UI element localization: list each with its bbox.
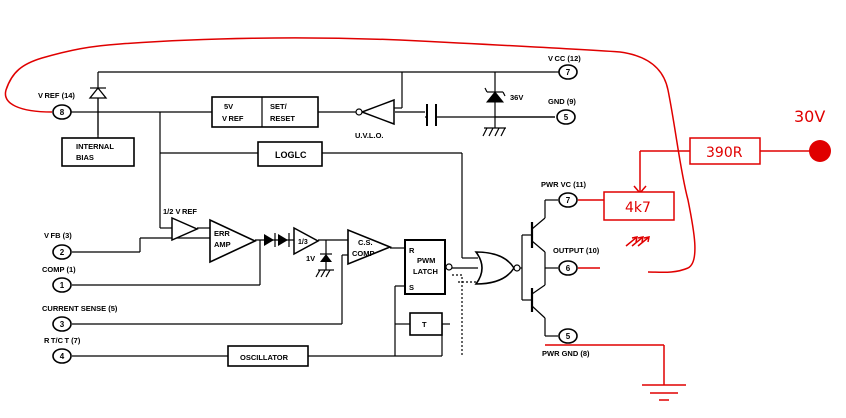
svg-text:CURRENT SENSE (5): CURRENT SENSE (5)	[42, 304, 118, 313]
svg-text:5: 5	[566, 332, 571, 341]
svg-text:OUTPUT (10): OUTPUT (10)	[553, 246, 600, 255]
svg-text:1/2 V REF: 1/2 V REF	[163, 207, 197, 216]
loglc-block: LOGLC	[257, 141, 323, 167]
capacitor-symbol	[425, 104, 438, 126]
svg-text:LOGLC: LOGLC	[275, 150, 307, 160]
pin-rtct: 4 R T/C T (7)	[44, 336, 81, 364]
svg-text:OSCILLATOR: OSCILLATOR	[240, 353, 289, 362]
pin-vref: 8 V REF (14)	[38, 91, 75, 120]
svg-text:COMP: COMP	[352, 249, 375, 258]
svg-text:1/3: 1/3	[298, 239, 308, 246]
svg-text:INTERNAL: INTERNAL	[76, 142, 114, 151]
svg-text:R T/C T (7): R T/C T (7)	[44, 336, 81, 345]
oscillator-block: OSCILLATOR	[227, 345, 309, 367]
svg-text:RESET: RESET	[270, 114, 295, 123]
red-feedback-loop	[4, 37, 696, 274]
svg-text:5: 5	[564, 113, 569, 122]
pin-output: 6 OUTPUT (10)	[553, 246, 600, 276]
svg-text:V REF: V REF	[222, 114, 244, 123]
svg-text:S: S	[409, 283, 414, 292]
svg-text:LATCH: LATCH	[413, 267, 438, 276]
current-sense-comparator: C.S. COMP	[347, 228, 393, 266]
svg-text:PWR GND (8): PWR GND (8)	[542, 349, 590, 358]
svg-text:T: T	[422, 320, 427, 329]
svg-text:2: 2	[60, 248, 65, 257]
svg-text:SET/: SET/	[270, 102, 288, 111]
output-transistor-lower	[530, 284, 546, 319]
supply-30v-terminal: 30V	[794, 107, 831, 162]
svg-text:AMP: AMP	[214, 240, 231, 249]
ground-symbol	[482, 127, 506, 137]
pin-vfb: 2 V FB (3)	[44, 231, 72, 260]
svg-text:BIAS: BIAS	[76, 153, 94, 162]
vref-diode-symbol	[88, 86, 108, 112]
vref-set-reset-block: 5V V REF SET/ RESET	[211, 96, 319, 128]
svg-text:ERR: ERR	[214, 229, 230, 238]
svg-text:5V: 5V	[224, 102, 233, 111]
red-supply-wiring	[545, 150, 820, 401]
svg-text:390R: 390R	[706, 145, 743, 161]
svg-text:1: 1	[60, 281, 65, 290]
svg-text:PWR VC (11): PWR VC (11)	[541, 180, 587, 189]
svg-text:6: 6	[566, 264, 571, 273]
one-third-divider: 1/3	[293, 226, 320, 256]
resistor-390r: 390R	[689, 137, 761, 165]
pin-comp: 1 COMP (1)	[42, 265, 76, 293]
error-amplifier: ERR AMP	[209, 218, 257, 264]
svg-text:4k7: 4k7	[625, 200, 651, 216]
toggle-flipflop-block: T	[409, 312, 443, 336]
svg-text:V CC (12): V CC (12)	[548, 54, 581, 63]
zener-diode-36v: 36V	[484, 87, 523, 103]
internal-bias-block: INTERNAL BIAS	[61, 137, 135, 167]
svg-text:R: R	[409, 246, 415, 255]
half-vref-buffer: 1/2 V REF	[163, 207, 199, 242]
svg-text:1V: 1V	[306, 254, 315, 263]
pin-pwr-vc: 7 PWR VC (11)	[541, 180, 587, 208]
pwm-latch-block: R PWM LATCH S	[404, 239, 453, 295]
light-emission-arrows	[625, 236, 650, 247]
svg-text:GND (9): GND (9)	[548, 97, 576, 106]
pin-current-sense: 3 CURRENT SENSE (5)	[42, 304, 118, 332]
svg-text:4: 4	[60, 352, 65, 361]
pin-pwr-gnd: 5 PWR GND (8)	[542, 328, 590, 358]
svg-text:PWM: PWM	[417, 256, 435, 265]
svg-text:C.S.: C.S.	[358, 238, 373, 247]
pin-gnd: 5 GND (9)	[548, 97, 576, 125]
nor-gate-symbol	[474, 251, 521, 285]
pin-vcc: 7 V CC (12)	[548, 54, 581, 80]
diode-pair-symbol	[264, 233, 290, 247]
resistor-4k7: 4k7	[603, 191, 675, 221]
svg-text:3: 3	[60, 320, 65, 329]
svg-text:V FB (3): V FB (3)	[44, 231, 72, 240]
svg-text:8: 8	[60, 108, 65, 117]
one-volt-zener: 1V	[306, 253, 334, 278]
uvlo-buffer: U.V.L.O.	[355, 98, 395, 140]
svg-text:7: 7	[566, 68, 571, 77]
svg-text:COMP (1): COMP (1)	[42, 265, 76, 274]
svg-text:36V: 36V	[510, 93, 523, 102]
svg-text:30V: 30V	[794, 107, 825, 126]
output-transistor-upper	[530, 217, 546, 253]
svg-text:7: 7	[566, 196, 571, 205]
svg-text:U.V.L.O.: U.V.L.O.	[355, 131, 383, 140]
svg-text:V REF (14): V REF (14)	[38, 91, 75, 100]
